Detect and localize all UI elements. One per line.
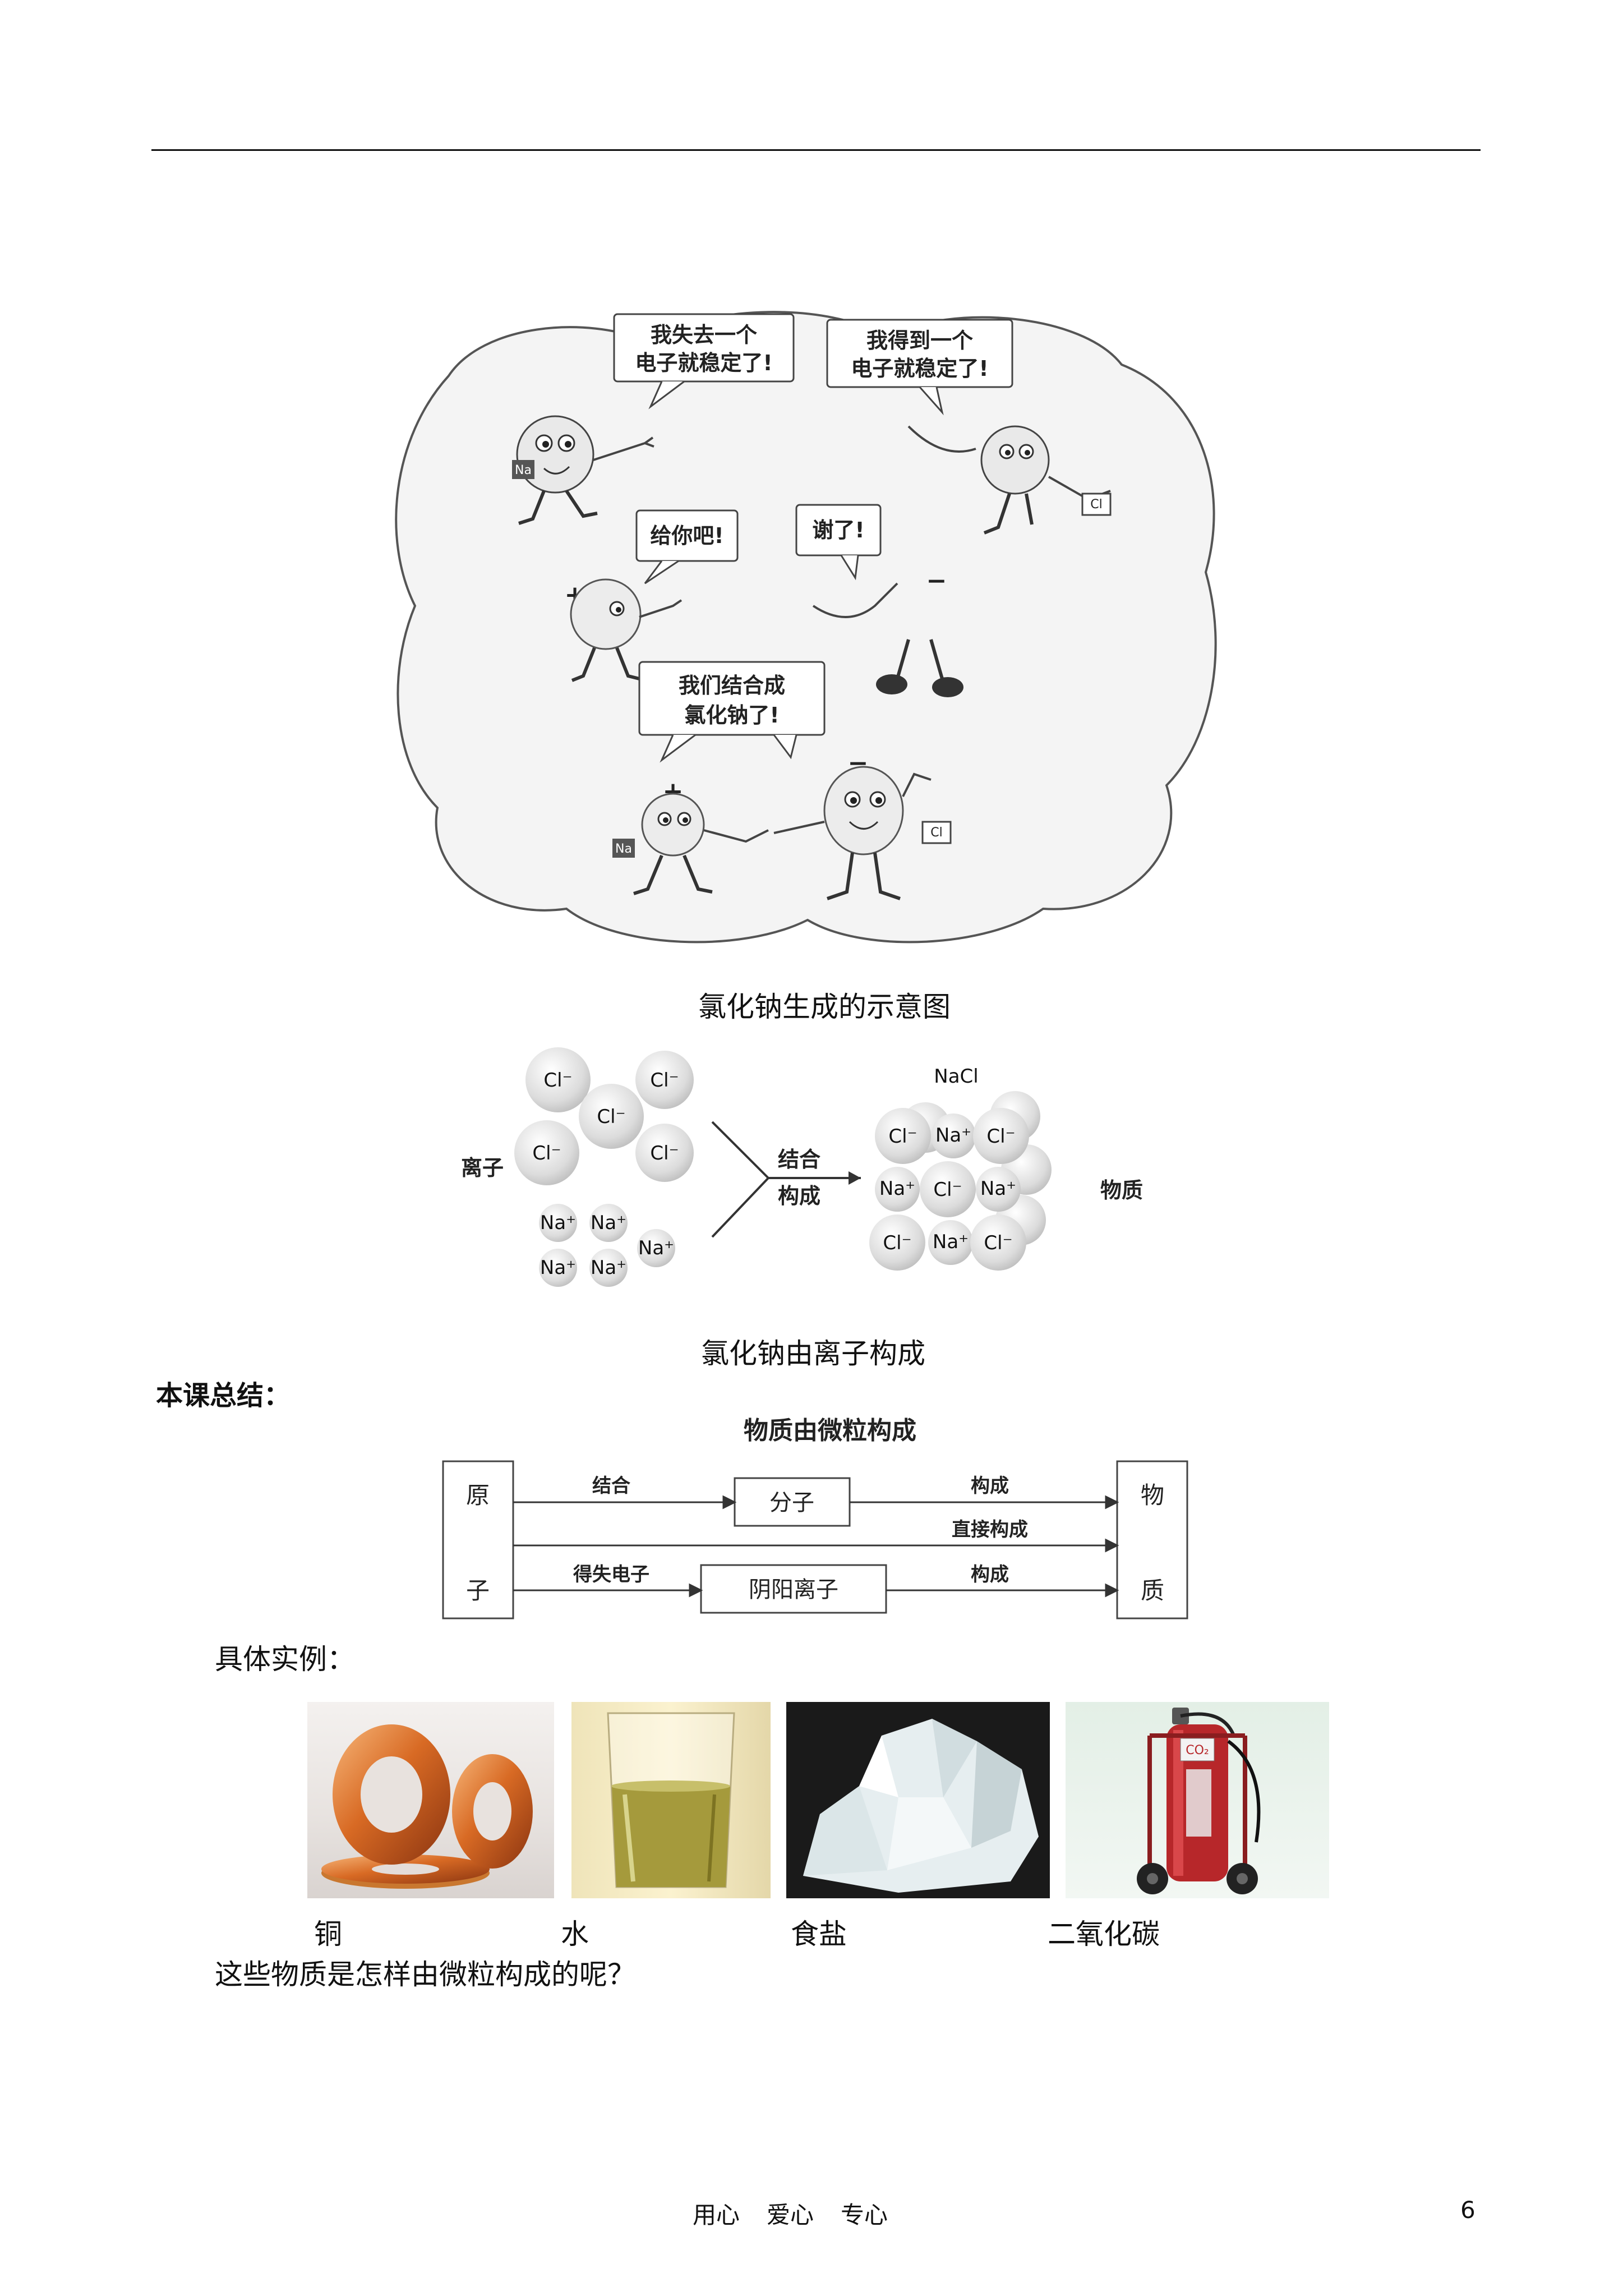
footer-motto-2: 爱心 xyxy=(767,2201,814,2229)
speech-bubble-lose-electron: 我失去一个 电子就稳定了! xyxy=(613,313,795,409)
chloride-ion-group: Cl⁻ Cl⁻ Cl⁻ Cl⁻ Cl⁻ xyxy=(514,1047,694,1185)
lattice-na-1: Na⁺ xyxy=(935,1124,971,1147)
bubble3-text: 给你吧! xyxy=(650,523,723,548)
arrow-label-compose-1: 构成 xyxy=(971,1475,1009,1497)
co2-extinguisher-photo: CO₂ xyxy=(1066,1702,1329,1898)
speech-bubble-thanks: 谢了! xyxy=(795,504,882,581)
lattice-cl-5: Cl⁻ xyxy=(984,1232,1012,1254)
ions-label: 阴阳离子 xyxy=(749,1577,838,1603)
combine-arrows xyxy=(711,1121,861,1238)
matter-label-bottom: 质 xyxy=(1141,1577,1164,1604)
salt-crystal-photo xyxy=(786,1702,1050,1898)
lattice-cl-3: Cl⁻ xyxy=(933,1179,962,1201)
nacl-ion-diagram: Cl⁻ Cl⁻ Cl⁻ Cl⁻ Cl⁻ 离子 Na⁺ Na⁺ Na⁺ Na⁺ N… xyxy=(461,1047,1143,1287)
copper-rings-image xyxy=(321,1724,533,1889)
summary-arrows xyxy=(513,1495,1119,1598)
example-label-salt: 食盐 xyxy=(791,1918,847,1950)
atom-label-bottom: 子 xyxy=(466,1577,490,1604)
summary-heading: 本课总结： xyxy=(156,1380,291,1411)
cl-tag-2: Cl xyxy=(930,826,942,840)
na-ion-1: Na⁺ xyxy=(540,1212,576,1234)
examples-heading: 具体实例： xyxy=(215,1643,355,1676)
matter-box xyxy=(1116,1460,1188,1619)
na-ion-5: Na⁺ xyxy=(591,1257,626,1279)
glass-of-water-image xyxy=(607,1712,735,1888)
arrow-label-combine: 结合 xyxy=(592,1475,630,1497)
lattice-cl-2: Cl⁻ xyxy=(986,1125,1015,1148)
header-rule xyxy=(151,149,1481,151)
atom-label-top: 原 xyxy=(466,1481,490,1509)
particles-summary-diagram: 物质由微粒构成 原 子 物 质 分子 阴阳离子 结合 构成 直接构成 得失电子 … xyxy=(442,1416,1188,1619)
sodium-ion-character: + Na xyxy=(612,777,769,895)
lattice-na-3: Na⁺ xyxy=(980,1177,1016,1200)
speech-bubble-gain-electron: 我得到一个 电子就稳定了! xyxy=(826,319,1013,416)
sodium-ion-group: Na⁺ Na⁺ Na⁺ Na⁺ Na⁺ xyxy=(539,1204,675,1287)
speech-bubble-give: 给你吧! xyxy=(635,509,739,585)
cloud-outline xyxy=(395,311,1217,944)
page-number: 6 xyxy=(1460,2196,1476,2224)
cl-ion-4: Cl⁻ xyxy=(532,1142,561,1165)
label-combine: 结合 xyxy=(778,1147,820,1172)
lattice-cl-1: Cl⁻ xyxy=(888,1125,917,1148)
sodium-character-2: + xyxy=(565,578,683,682)
bubble4-text: 谢了! xyxy=(812,518,864,542)
bubble5-line2: 氯化钠了! xyxy=(684,703,779,728)
bubble5-line1: 我们结合成 xyxy=(679,673,785,698)
ion-diagram-caption: 氯化钠由离子构成 xyxy=(701,1337,925,1370)
na-ion-4: Na⁺ xyxy=(540,1257,576,1279)
ions-box xyxy=(700,1564,887,1614)
minus-sign-1: − xyxy=(926,567,947,595)
salt-crystal-image xyxy=(803,1719,1039,1893)
arrow-label-compose-2: 构成 xyxy=(971,1563,1009,1586)
nacl-lattice: Cl⁻ Na⁺ Cl⁻ Na⁺ Cl⁻ Na⁺ Cl⁻ Na⁺ Cl⁻ xyxy=(869,1091,1052,1271)
chlorine-character-2: − xyxy=(812,567,963,697)
example-label-copper: 铜 xyxy=(314,1918,342,1950)
example-label-co2: 二氧化碳 xyxy=(1048,1918,1160,1950)
na-ion-2: Na⁺ xyxy=(591,1212,626,1234)
bubble1-line2: 电子就稳定了! xyxy=(635,351,772,375)
bubble2-line1: 我得到一个 xyxy=(866,328,973,353)
bubble1-line1: 我失去一个 xyxy=(651,323,757,347)
molecule-label: 分子 xyxy=(769,1490,814,1516)
copper-rings-photo xyxy=(307,1702,554,1898)
arrow-label-electron: 得失电子 xyxy=(573,1563,649,1586)
cl-ion-2: Cl⁻ xyxy=(650,1069,679,1092)
co2-label: CO₂ xyxy=(1186,1743,1209,1757)
matter-label-top: 物 xyxy=(1141,1481,1164,1509)
cl-ion-1: Cl⁻ xyxy=(543,1069,572,1092)
example-label-water: 水 xyxy=(561,1918,589,1950)
atom-box xyxy=(442,1460,514,1619)
cl-ion-3: Cl⁻ xyxy=(597,1106,625,1128)
lattice-na-4: Na⁺ xyxy=(933,1231,969,1253)
speech-bubble-combine: 我们结合成 氯化钠了! xyxy=(638,661,826,763)
cl-tag-1: Cl xyxy=(1090,498,1102,512)
label-compose: 构成 xyxy=(778,1184,820,1208)
chloride-ion-character: − Cl xyxy=(773,749,952,900)
cartoon-caption: 氯化钠生成的示意图 xyxy=(698,991,951,1023)
nacl-formation-cartoon: 我失去一个 电子就稳定了! 我得到一个 电子就稳定了! Na Cl 给你吧! xyxy=(395,311,1217,944)
bubble2-line2: 电子就稳定了! xyxy=(851,356,988,381)
label-ions: 离子 xyxy=(461,1156,504,1180)
summary-diagram-title: 物质由微粒构成 xyxy=(744,1416,916,1445)
lattice-cl-4: Cl⁻ xyxy=(883,1232,911,1254)
na-ion-3: Na⁺ xyxy=(638,1237,674,1259)
na-tag-2: Na xyxy=(615,842,632,856)
arrow-label-direct: 直接构成 xyxy=(952,1519,1028,1541)
chlorine-character-1: Cl xyxy=(907,425,1112,535)
footer-motto-3: 专心 xyxy=(841,2201,888,2229)
label-substance: 物质 xyxy=(1100,1178,1143,1203)
footer-motto-1: 用心 xyxy=(693,2201,740,2229)
na-tag-1: Na xyxy=(515,463,532,477)
cl-ion-5: Cl⁻ xyxy=(650,1142,679,1165)
closing-question: 这些物质是怎样由微粒构成的呢？ xyxy=(215,1958,635,1991)
glass-of-water-photo xyxy=(571,1702,771,1898)
label-nacl: NaCl xyxy=(934,1065,978,1088)
sodium-character-1: Na xyxy=(512,415,654,525)
co2-extinguisher-image: CO₂ xyxy=(1137,1708,1261,1894)
lattice-na-2: Na⁺ xyxy=(879,1177,915,1200)
